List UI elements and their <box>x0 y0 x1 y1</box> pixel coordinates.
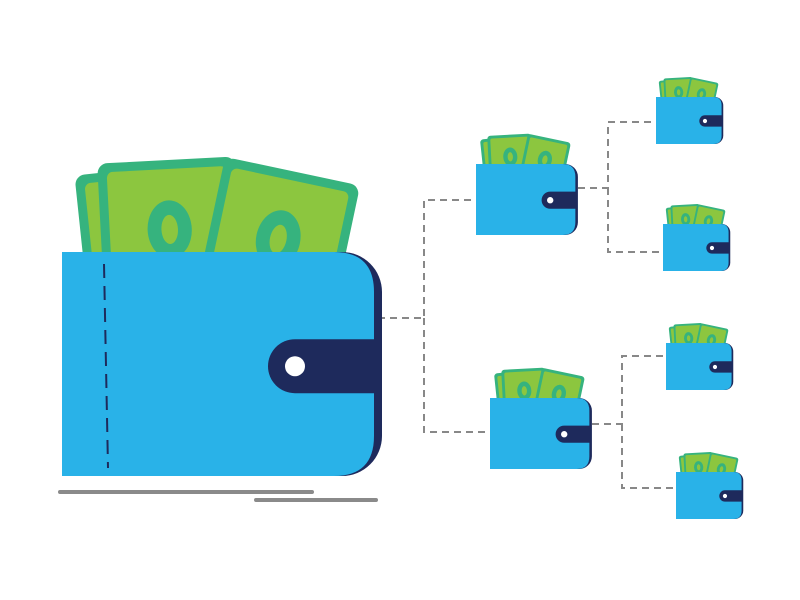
wallet-branch-bottom-clasp <box>555 425 591 443</box>
wallet-root-left-bill <box>97 156 241 276</box>
connector-branch-top-to-leaf-2 <box>607 188 661 253</box>
connector-root-to-branch-top <box>378 199 474 319</box>
wallet-branch-bottom-left-bill <box>501 367 547 406</box>
wallet-branch-top-left-bill <box>487 133 533 172</box>
connector-branch-bottom-to-leaf-3 <box>592 355 664 425</box>
wallet-leaf-2-left-bill <box>670 204 701 229</box>
wallet-leaf-4-snap-button <box>722 493 728 499</box>
connectors <box>378 121 674 489</box>
wallet-leaf-1-left-bill <box>663 77 694 102</box>
wallet-leaf-2-wallet-icon <box>663 204 731 271</box>
connector-branch-top-to-leaf-1 <box>578 121 654 189</box>
wallet-leaf-4-body <box>676 472 742 519</box>
wallet-root-stitch <box>103 263 109 469</box>
wallet-leaf-4-clasp <box>719 490 743 502</box>
wallet-leaf-3-wallet-icon <box>666 323 734 390</box>
wallet-branch-bottom-wallet-icon <box>490 367 592 469</box>
wallet-root-body <box>62 252 374 476</box>
wallet-root-clasp <box>268 339 378 394</box>
wallet-leaf-2-snap-button <box>709 245 715 251</box>
wallet-branch-top-body <box>476 164 576 235</box>
wallet-leaf-3-clasp <box>709 361 733 373</box>
wallet-leaf-1-wallet-icon <box>656 77 724 144</box>
wallets <box>58 77 744 519</box>
connector-root-to-branch-bottom <box>423 318 488 433</box>
wallet-branch-bottom-body <box>490 398 590 469</box>
wallet-leaf-2-body <box>663 224 729 271</box>
wallet-leaf-3-body <box>666 343 732 390</box>
wallet-leaf-1-clasp <box>699 115 723 127</box>
wallet-branch-bottom-snap-button <box>561 431 568 438</box>
wallet-leaf-3-left-bill <box>673 323 704 348</box>
wallet-leaf-1-body <box>656 97 722 144</box>
wallet-leaf-3-snap-button <box>712 364 718 370</box>
wallet-leaf-4-left-bill <box>683 452 714 477</box>
wallet-leaf-4-wallet-icon <box>676 452 744 519</box>
wallet-leaf-1-snap-button <box>702 118 708 124</box>
connector-branch-bottom-to-leaf-4 <box>621 424 674 489</box>
wallet-leaf-2-clasp <box>706 242 730 254</box>
wallet-branch-top-snap-button <box>547 197 554 204</box>
wallet-root-snap-button <box>285 356 305 377</box>
wallet-branch-top-wallet-icon <box>476 133 578 235</box>
wallet-root-wallet-icon <box>62 156 382 476</box>
wallet-branch-top-clasp <box>541 191 577 209</box>
